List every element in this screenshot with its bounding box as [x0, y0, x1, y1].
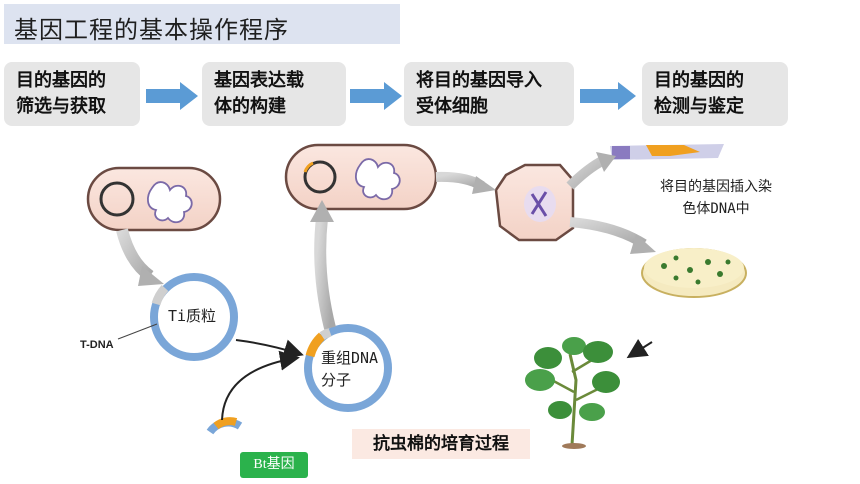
step-arrow-2-icon [350, 82, 402, 110]
step-4-line-2: 检测与鉴定 [654, 96, 744, 117]
bt-gene-badge: Bt基因 [240, 452, 308, 478]
process-caption: 抗虫棉的培育过程 [352, 429, 530, 459]
bacterium-recombinant-icon [284, 143, 438, 211]
arrow-to-dish-head-icon [630, 234, 656, 254]
insert-label-line-2: 色体DNA中 [682, 201, 750, 217]
chromosome-strip-icon [610, 144, 724, 160]
arrow-dna-to-cell-head-icon [310, 200, 334, 222]
ti-plasmid-icon [150, 273, 238, 361]
step-4-line-1: 目的基因的 [654, 70, 744, 91]
step-arrow-3-icon [580, 82, 636, 110]
step-1-line-2: 筛选与获取 [16, 96, 106, 117]
recombinant-dna-label-line-2: 分子 [321, 371, 352, 389]
arrow-bt-to-recombinant-icon [221, 350, 300, 421]
step-detection: 目的基因的 检测与鉴定 [642, 62, 788, 126]
bt-gene-fragment-icon [206, 417, 243, 435]
insert-label-line-1: 将目的基因插入染 [660, 179, 772, 195]
arrow-cell-to-ti-head-icon [138, 266, 164, 286]
page-title: 基因工程的基本操作程序 [14, 16, 289, 44]
ti-plasmid-label: Ti质粒 [168, 307, 217, 325]
step-2-line-2: 体的构建 [214, 96, 286, 117]
arrow-to-dish-icon [569, 217, 647, 249]
step-1-line-1: 目的基因的 [16, 70, 106, 91]
t-dna-pointer [117, 323, 158, 340]
arrow-to-chromosome-head-icon [596, 152, 616, 172]
bacterium-source-icon [86, 166, 222, 232]
step-gene-acquisition: 目的基因的 筛选与获取 [4, 62, 140, 126]
recombinant-dna-label: 重组DNA 分子 [321, 347, 378, 391]
recombinant-dna-label-line-1: 重组DNA [321, 349, 379, 367]
arrow-to-chromosome-icon [566, 155, 607, 190]
arrow-dna-to-cell-icon [314, 217, 336, 330]
step-vector-construction: 基因表达载 体的构建 [202, 62, 346, 126]
t-dna-label: T-DNA [80, 339, 114, 351]
insert-chromosome-label: 将目的基因插入染 色体DNA中 [636, 176, 796, 220]
arrow-dish-to-plant-icon [626, 338, 653, 359]
step-arrow-1-icon [146, 82, 198, 110]
recombinant-dna-icon [304, 324, 392, 412]
petri-dish-icon [641, 248, 747, 298]
title-bar: 基因工程的基本操作程序 [4, 4, 400, 44]
plant-cell-icon [494, 163, 575, 242]
arrow-cell-to-ti-icon [116, 228, 154, 281]
arrow-ti-to-recombinant-icon [235, 339, 304, 359]
step-2-line-1: 基因表达载 [214, 70, 304, 91]
step-3-line-2: 受体细胞 [416, 96, 488, 117]
step-3-line-1: 将目的基因导入 [416, 70, 542, 91]
arrow-cell-to-plant-head-icon [472, 176, 496, 194]
cotton-seedling-icon [525, 337, 620, 449]
step-transformation: 将目的基因导入 受体细胞 [404, 62, 574, 126]
